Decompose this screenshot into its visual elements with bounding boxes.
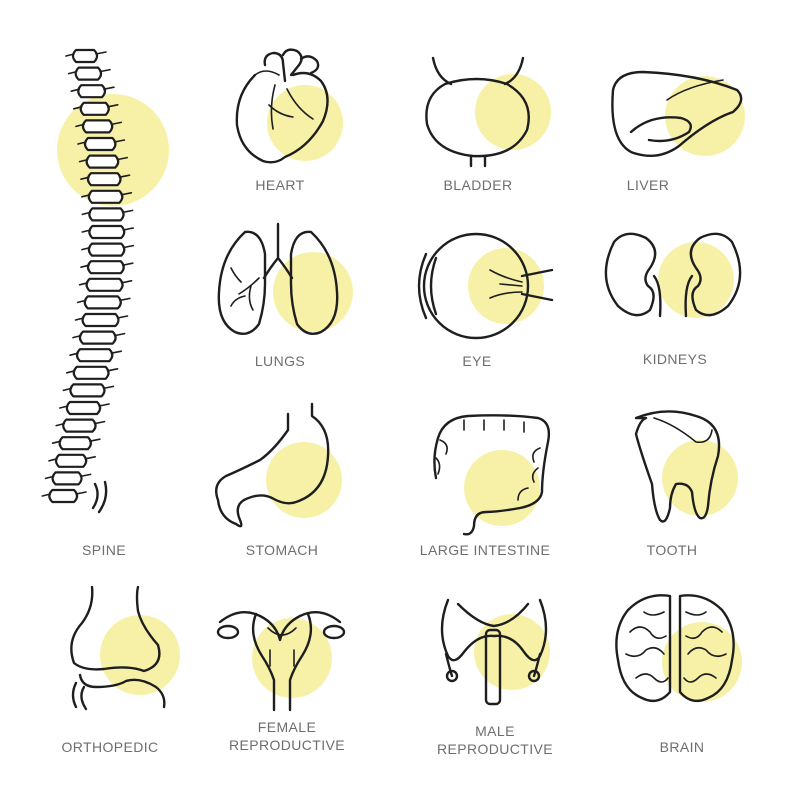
kidneys-icon bbox=[600, 222, 750, 337]
spine-vertebra-process bbox=[67, 68, 111, 75]
label-male-reproductive-line-1: MALE bbox=[475, 723, 515, 739]
label-eye: EYE bbox=[462, 353, 492, 369]
spine-vertebra bbox=[87, 189, 124, 204]
spine-vertebra bbox=[85, 277, 124, 292]
spine-vertebra bbox=[88, 224, 126, 240]
spine-vertebra-process bbox=[81, 227, 135, 233]
label-male-reproductive-line-2: REPRODUCTIVE bbox=[436, 741, 554, 757]
spine-vertebra-process bbox=[41, 491, 87, 497]
spine-vertebra bbox=[51, 471, 83, 486]
spine-vertebra-process bbox=[77, 139, 126, 145]
lungs-icon bbox=[215, 222, 355, 342]
spine-vertebra bbox=[69, 383, 106, 398]
label-female-reproductive-line-1: FEMALE bbox=[257, 719, 317, 735]
spine-vertebra-process bbox=[80, 262, 134, 268]
spine-vertebra bbox=[87, 242, 126, 257]
spine-vertebra bbox=[83, 136, 117, 152]
spine-vertebra-process bbox=[55, 420, 106, 427]
spine-vertebra-process bbox=[66, 368, 119, 374]
heart-icon bbox=[225, 45, 355, 165]
spine-vertebra bbox=[86, 260, 125, 275]
spine-vertebra bbox=[88, 207, 125, 222]
spine-vertebra bbox=[83, 295, 122, 310]
spine-vertebra-process bbox=[48, 456, 96, 462]
spine-vertebra-process bbox=[72, 104, 119, 110]
spine-vertebra bbox=[77, 84, 107, 99]
spine-vertebra bbox=[65, 400, 102, 416]
label-bladder: BLADDER bbox=[443, 177, 513, 193]
label-orthopedic: ORTHOPEDIC bbox=[61, 739, 159, 755]
spine-vertebra-process bbox=[44, 473, 92, 480]
spine-vertebra bbox=[81, 119, 114, 134]
spine-vertebra-process bbox=[74, 315, 129, 321]
label-male-reproductive: MALE REPRODUCTIVE bbox=[430, 722, 560, 758]
label-female-reproductive: FEMALE REPRODUCTIVE bbox=[222, 718, 352, 754]
spine-vertebra bbox=[74, 66, 103, 81]
spine-vertebra-process bbox=[69, 350, 123, 356]
spine-vertebra-process bbox=[81, 209, 134, 216]
label-large-intestine: LARGE INTESTINE bbox=[419, 542, 551, 558]
label-female-reproductive-line-2: REPRODUCTIVE bbox=[228, 737, 346, 753]
spine-vertebra-process bbox=[76, 297, 131, 304]
label-kidneys: KIDNEYS bbox=[642, 351, 708, 367]
orthopedic-icon bbox=[62, 585, 182, 711]
spine-vertebra-process bbox=[78, 280, 133, 286]
spine-vertebra bbox=[81, 312, 120, 328]
spine-vertebra-process bbox=[70, 86, 115, 92]
liver-icon bbox=[605, 60, 755, 170]
label-stomach: STOMACH bbox=[245, 542, 319, 558]
spine-vertebra bbox=[85, 154, 120, 169]
label-heart: HEART bbox=[255, 177, 305, 193]
spine-vertebra bbox=[79, 101, 110, 116]
spine-vertebra-process bbox=[81, 192, 133, 198]
bladder-icon bbox=[415, 52, 555, 168]
spine-vertebra bbox=[62, 418, 97, 433]
spine-vertebra-process bbox=[78, 156, 128, 163]
spine-vertebra bbox=[71, 48, 99, 64]
large-intestine-icon bbox=[428, 408, 558, 536]
spine-vertebra-process bbox=[75, 121, 123, 128]
spine-vertebra-process bbox=[65, 51, 107, 57]
label-tooth: TOOTH bbox=[646, 542, 698, 558]
spine-vertebra-process bbox=[51, 438, 101, 444]
spine-vertebra bbox=[48, 488, 79, 504]
spine-vertebra-process bbox=[62, 385, 115, 392]
spine-vertebra bbox=[75, 348, 114, 363]
spine-vertebra-process bbox=[72, 332, 126, 339]
label-brain: BRAIN bbox=[659, 739, 705, 755]
stomach-icon bbox=[212, 402, 352, 533]
spine-vertebra-process bbox=[59, 403, 110, 409]
spine-vertebra bbox=[54, 453, 88, 468]
tooth-icon bbox=[618, 408, 748, 533]
label-liver: LIVER bbox=[626, 177, 670, 193]
spine-vertebra bbox=[58, 436, 92, 451]
spine-vertebra bbox=[78, 330, 117, 345]
male-reproductive-icon bbox=[428, 590, 558, 715]
spine-vertebra bbox=[86, 172, 122, 187]
spine-vertebra-process bbox=[81, 244, 135, 251]
label-lungs: LUNGS bbox=[254, 353, 306, 369]
spine-vertebra-process bbox=[80, 174, 131, 180]
female-reproductive-icon bbox=[208, 590, 358, 715]
spine-icon bbox=[41, 40, 175, 530]
label-spine: SPINE bbox=[81, 542, 126, 558]
eye-icon bbox=[410, 228, 560, 348]
brain-icon bbox=[614, 592, 754, 717]
spine-vertebra bbox=[72, 365, 110, 380]
